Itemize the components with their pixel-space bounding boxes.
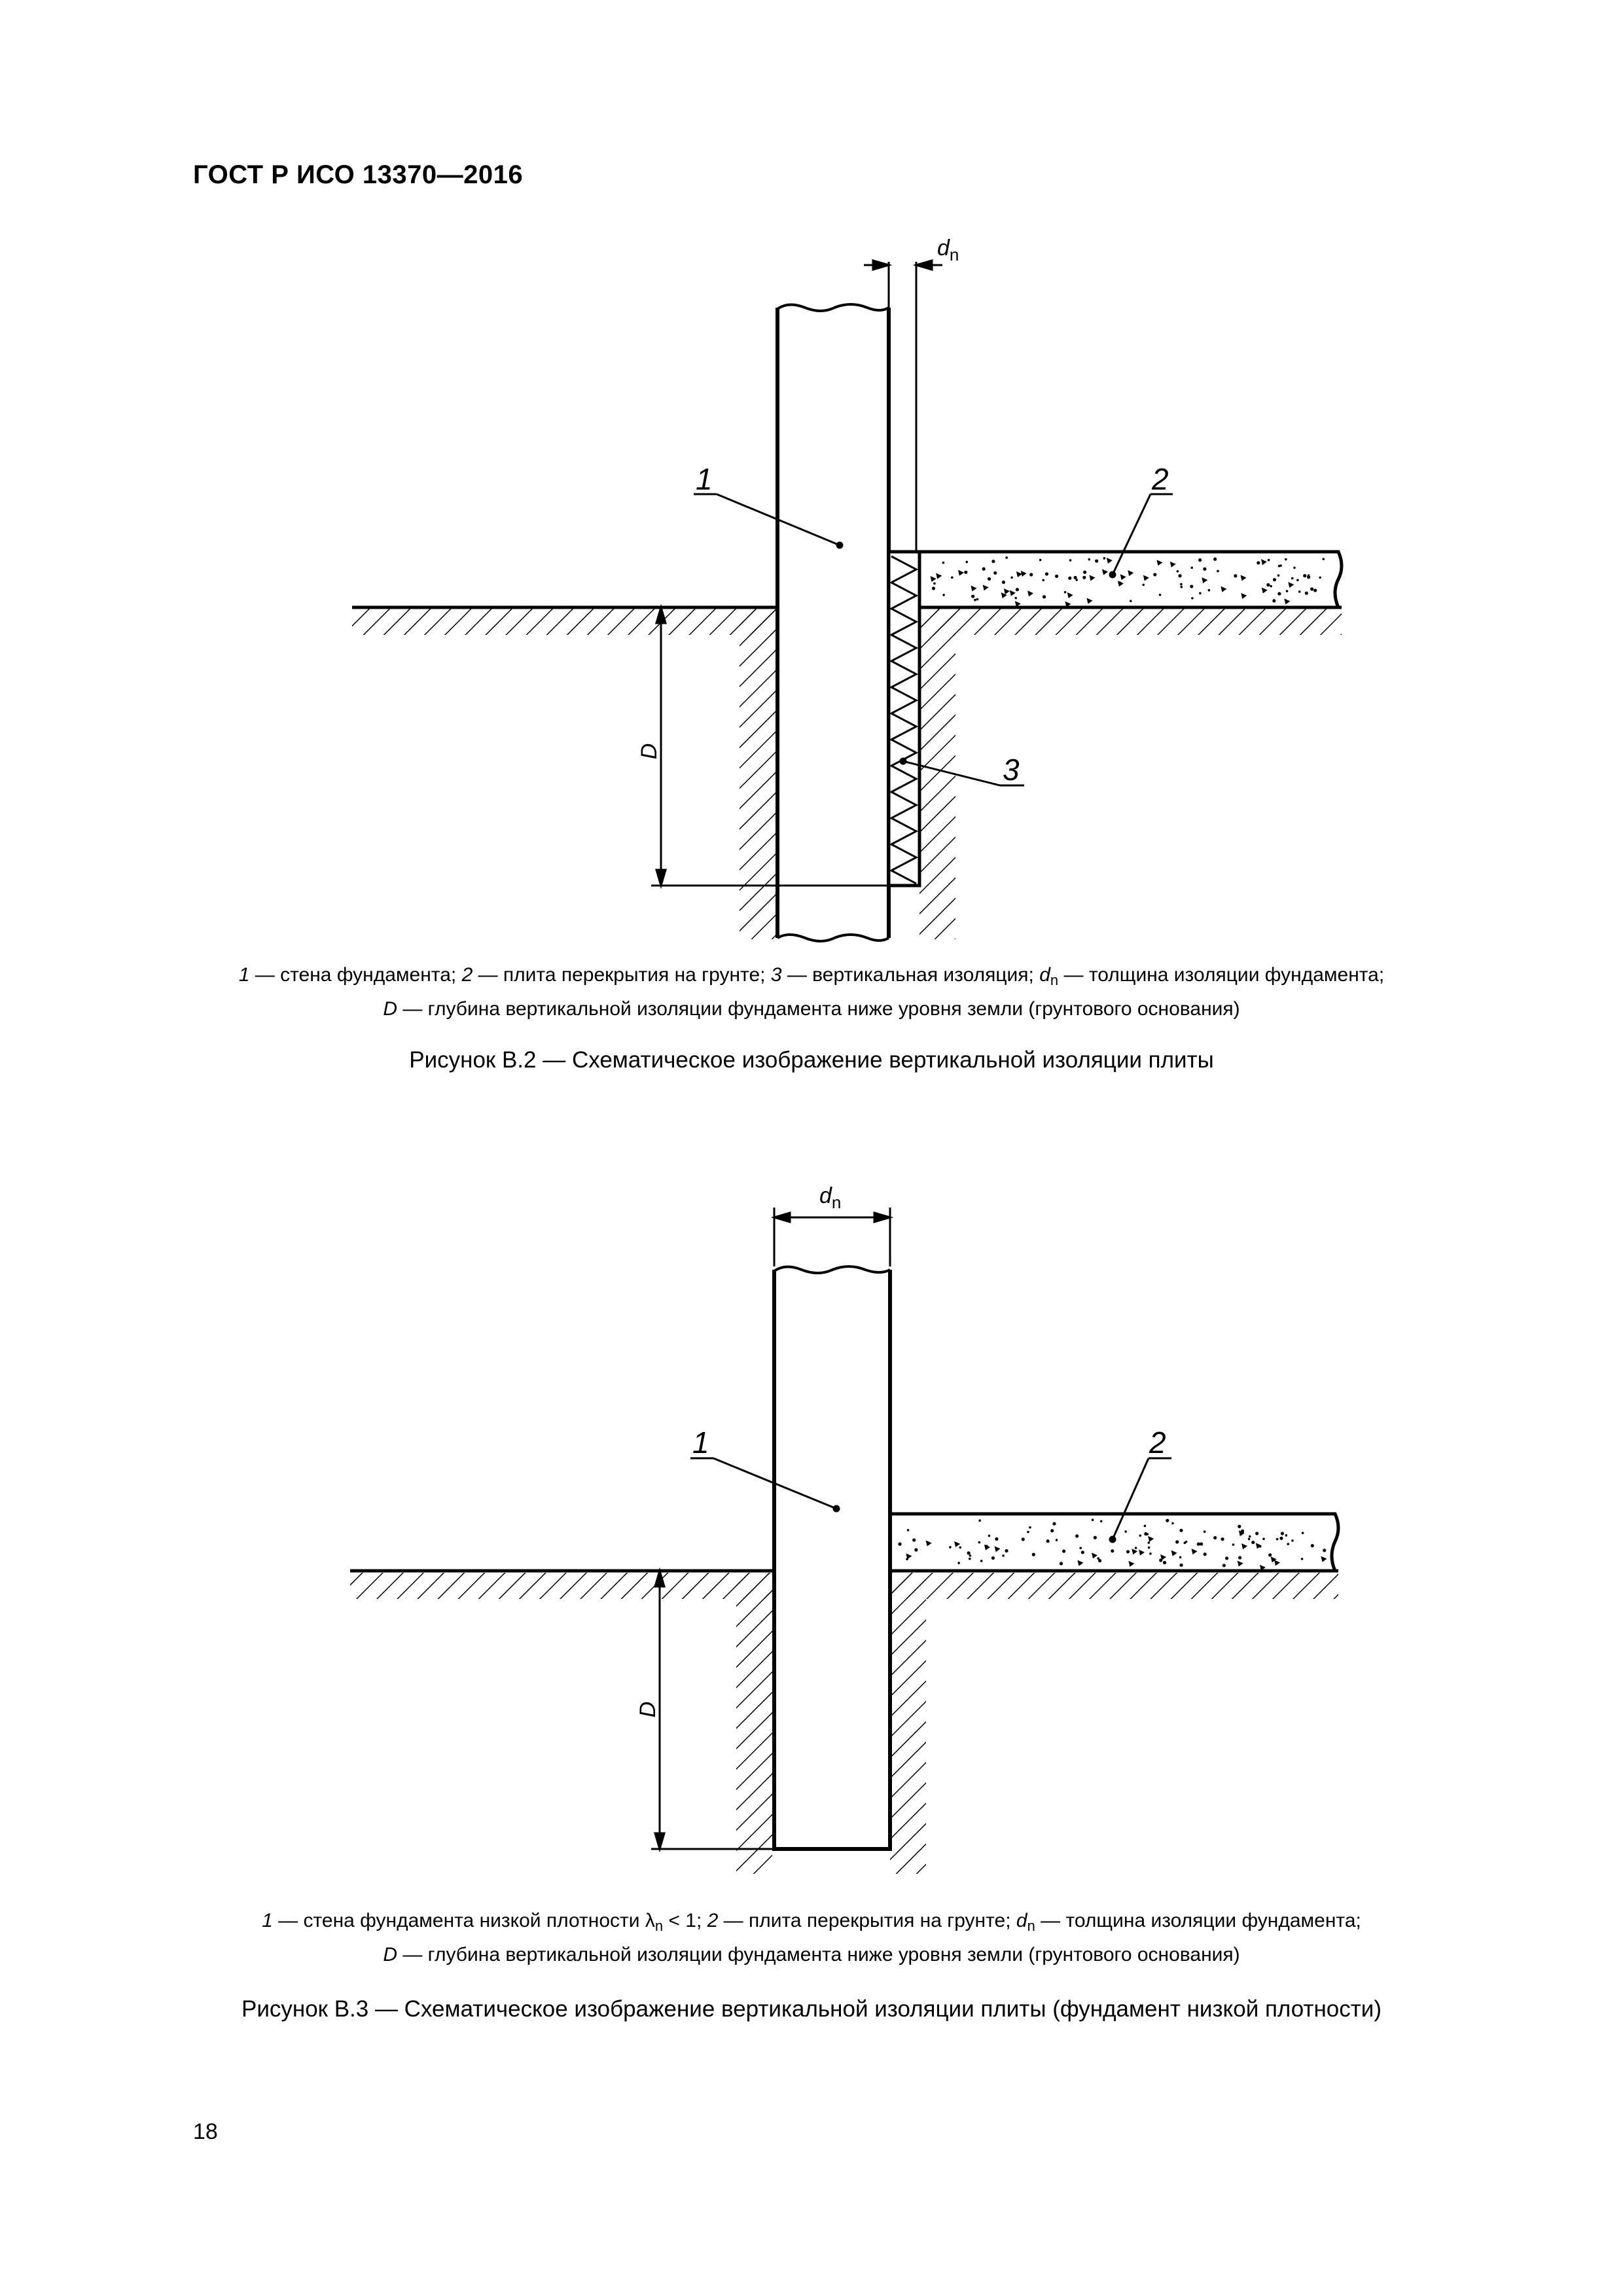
callout-1: 1 <box>696 462 713 496</box>
depth-label: D <box>635 1702 660 1718</box>
figure-b3-diagram: dn D 1 2 <box>350 1183 1340 1874</box>
figure-b3-caption: Рисунок В.3 — Схематическое изображение … <box>241 1996 1382 2022</box>
callout-1: 1 <box>692 1426 709 1460</box>
callout-2: 2 <box>1151 462 1169 496</box>
document-header: ГОСТ Р ИСО 13370—2016 <box>193 160 524 189</box>
legend-line: D — глубина вертикальной изоляции фундам… <box>383 1944 1240 1965</box>
callout-3: 3 <box>1003 753 1020 787</box>
ground-hatching <box>350 1573 1338 1874</box>
figure-b3-legend: 1 — стена фундамента низкой плотности λn… <box>0 1907 1623 1969</box>
figure-b2-legend: 1 — стена фундамента; 2 — плита перекрыт… <box>0 961 1623 1024</box>
floor-slab <box>919 550 1344 609</box>
foundation-wall <box>772 1265 892 1851</box>
figure-b3: dn D 1 2 <box>350 1183 1340 1874</box>
depth-dimension <box>651 1567 774 1853</box>
thickness-dimension <box>864 259 942 308</box>
figure-b2: dn D 1 2 3 <box>0 0 1623 1047</box>
callout-2: 2 <box>1149 1426 1166 1460</box>
thickness-label: dn <box>819 1183 841 1212</box>
foundation-wall <box>776 303 891 942</box>
legend-line: 1 — стена фундамента; 2 — плита перекрыт… <box>238 964 1385 988</box>
depth-dimension <box>651 603 889 889</box>
thickness-label: dn <box>937 236 959 264</box>
figure-b2-diagram: dn D 1 2 3 <box>352 236 1344 942</box>
ground-hatching <box>352 609 1342 939</box>
depth-label: D <box>637 744 662 760</box>
legend-line: D — глубина вертикальной изоляции фундам… <box>383 998 1240 1020</box>
leader-lines <box>690 1457 1171 1543</box>
figure-b2-caption: Рисунок В.2 — Схематическое изображение … <box>409 1047 1214 1073</box>
leader-lines <box>694 493 1173 787</box>
slab-aggregate <box>930 556 1325 607</box>
legend-line: 1 — стена фундамента низкой плотности λn… <box>262 1910 1361 1934</box>
vertical-insulation <box>887 262 921 888</box>
page-number: 18 <box>193 2119 218 2144</box>
slab-aggregate <box>898 1518 1327 1571</box>
thickness-dimension <box>770 1208 894 1266</box>
